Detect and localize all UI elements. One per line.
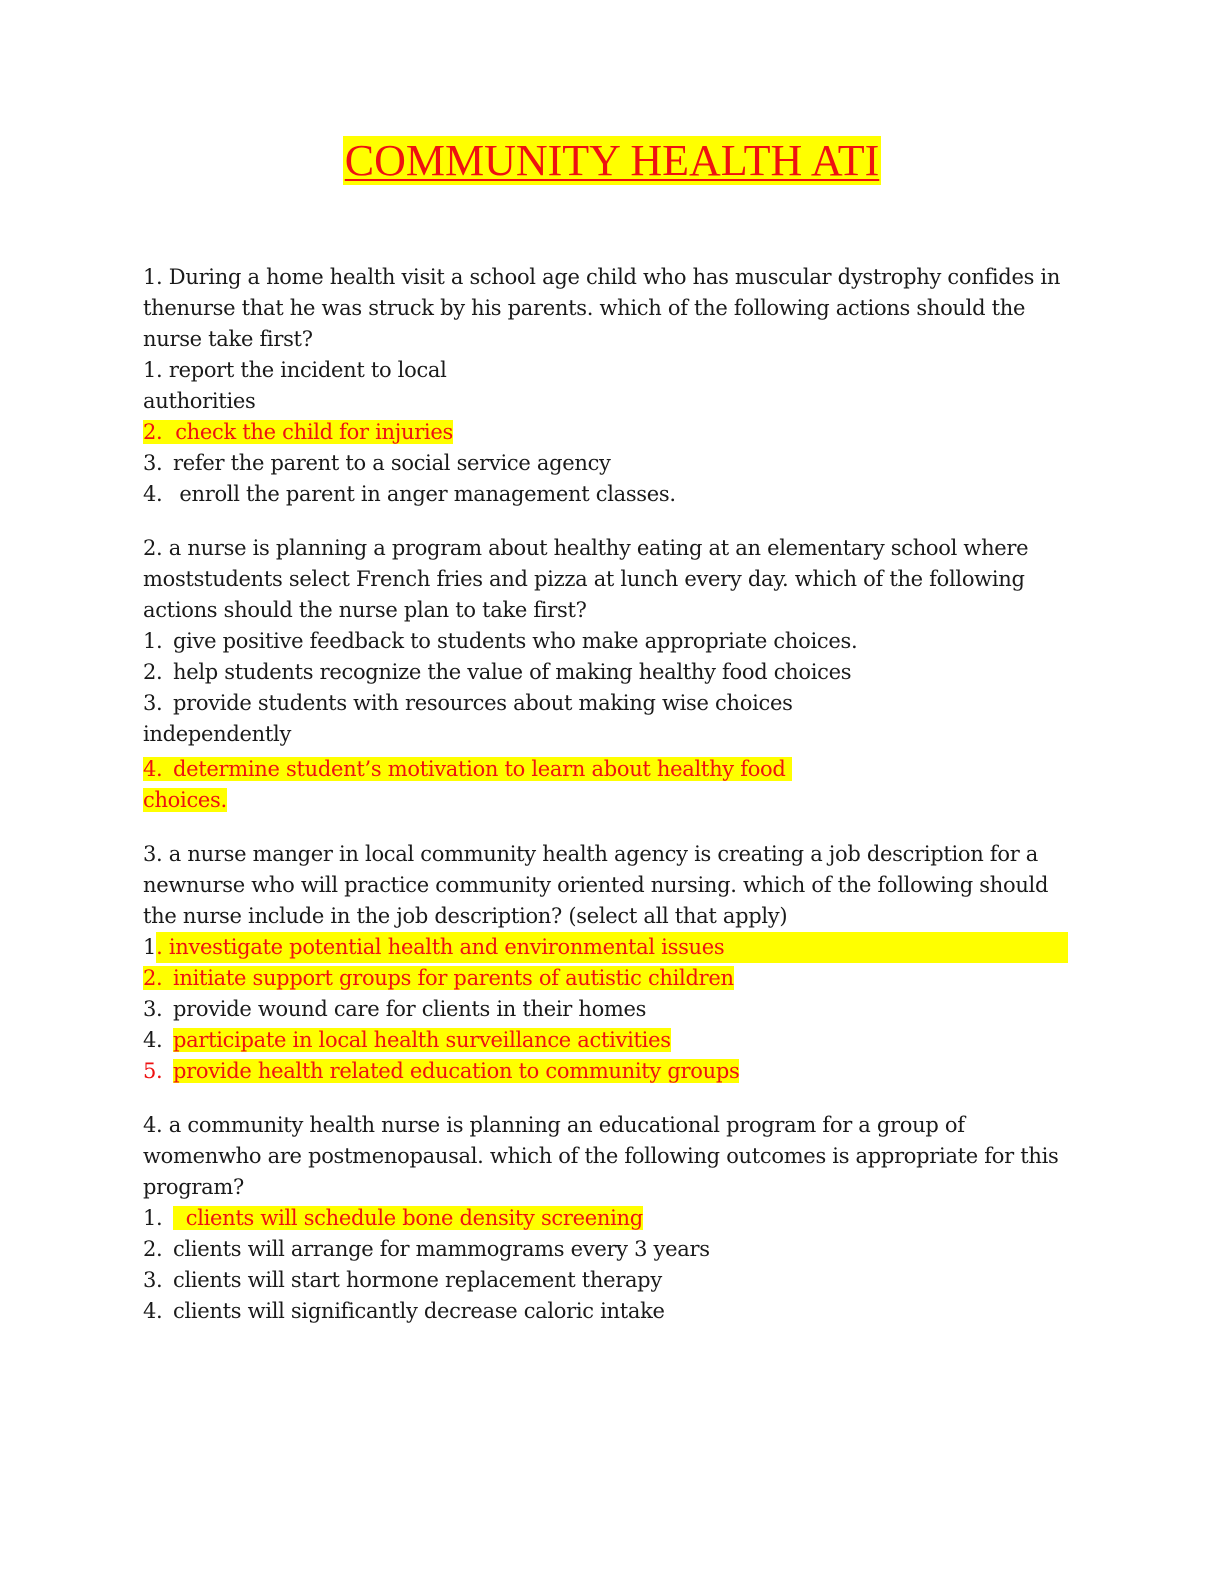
option-1-answer: 1. investigate potential health and envi… — [143, 932, 1078, 963]
option-3: 3.provide wound care for clients in thei… — [143, 997, 647, 1021]
question-stem: 3. a nurse manger in local community hea… — [143, 842, 1049, 928]
option-2-answer: 2. check the child for injuries — [143, 420, 453, 444]
question-3: 3. a nurse manger in local community hea… — [143, 839, 1078, 1087]
question-stem: 1. During a home health visit a school a… — [143, 265, 1061, 351]
option-3-continuation: independently — [143, 722, 292, 746]
option-4-continuation: choices. — [143, 788, 227, 812]
option-1: 1. report the incident to local — [143, 358, 447, 382]
question-stem: 4. a community health nurse is planning … — [143, 1113, 1059, 1199]
option-1-answer: 1. clients will schedule bone density sc… — [143, 1206, 643, 1230]
option-1-continuation: authorities — [143, 389, 256, 413]
title-text: COMMUNITY HEALTH ATI — [342, 136, 882, 185]
option-4: 4.clients will significantly decrease ca… — [143, 1299, 665, 1323]
document-title: COMMUNITY HEALTH ATI — [0, 135, 1224, 186]
option-1: 1.give positive feedback to students who… — [143, 629, 858, 653]
question-1: 1. During a home health visit a school a… — [143, 262, 1078, 510]
option-3: 3.refer the parent to a social service a… — [143, 451, 611, 475]
option-2-answer: 2.initiate support groups for parents of… — [143, 966, 734, 990]
option-3: 3.provide students with resources about … — [143, 691, 793, 715]
option-2: 2.clients will arrange for mammograms ev… — [143, 1237, 710, 1261]
question-2: 2. a nurse is planning a program about h… — [143, 533, 1078, 816]
option-3: 3.clients will start hormone replacement… — [143, 1268, 662, 1292]
question-4: 4. a community health nurse is planning … — [143, 1110, 1078, 1327]
option-4-answer: 4.determine student’s motivation to lear… — [143, 754, 1078, 785]
option-2: 2.help students recognize the value of m… — [143, 660, 852, 684]
question-stem: 2. a nurse is planning a program about h… — [143, 536, 1029, 622]
option-5-answer: 5.provide health related education to co… — [143, 1059, 740, 1083]
option-4-answer: 4.participate in local health surveillan… — [143, 1028, 671, 1052]
option-4: 4. enroll the parent in anger management… — [143, 482, 676, 506]
question-list: 1. During a home health visit a school a… — [143, 262, 1078, 1350]
